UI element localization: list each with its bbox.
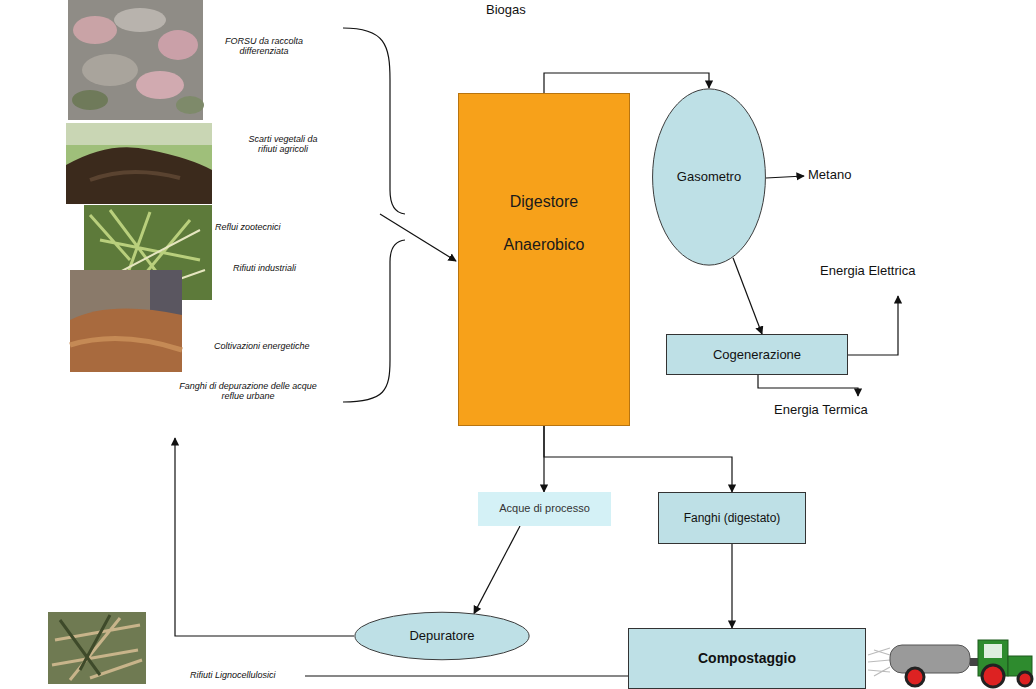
gasholder-ellipse: Gasometro	[652, 88, 766, 266]
purifier-ellipse: Depuratore	[354, 612, 530, 660]
flow-arrow	[733, 258, 762, 334]
flow-arrow	[474, 526, 520, 614]
feed-line	[305, 675, 628, 676]
flow-arrow	[544, 426, 732, 492]
output-label: Energia Termica	[774, 403, 904, 418]
input-label: Rifiuti Lignocellulosici	[190, 670, 302, 680]
tractor-icon	[868, 640, 1032, 687]
waste-photo	[68, 0, 204, 120]
soil-photo	[70, 270, 182, 372]
node-text: Fanghi (digestato)	[684, 511, 781, 525]
process-box: Acque di processo	[478, 492, 611, 526]
digester-box: Digestore Anaerobico	[458, 93, 630, 426]
wood-photo	[48, 612, 146, 684]
node-text: Digestore Anaerobico	[489, 180, 599, 266]
node-text: Acque di processo	[499, 502, 590, 515]
input-brace	[343, 240, 405, 402]
input-brace	[343, 28, 405, 214]
input-label: Rifiuti industriali	[233, 263, 343, 273]
input-label: Scarti vegetali da rifiuti agricoli	[244, 134, 322, 155]
flow-arrow	[544, 73, 709, 93]
output-label: Energia Elettrica	[820, 264, 950, 279]
process-box: Compostaggio	[628, 628, 866, 689]
flow-arrow	[731, 544, 732, 628]
node-text: Depuratore	[409, 628, 474, 644]
process-box: Cogenerazione	[666, 334, 848, 375]
input-label: FORSU da raccolta differenziata	[222, 36, 306, 57]
node-text: Cogenerazione	[713, 347, 801, 363]
input-label: Reflui zootecnici	[215, 222, 325, 232]
compost-photo	[66, 123, 212, 204]
output-arrow	[848, 296, 898, 355]
flow-label: Biogas	[486, 3, 556, 18]
node-text: Compostaggio	[698, 650, 796, 667]
output-arrow	[758, 375, 858, 396]
process-box: Fanghi (digestato)	[658, 492, 806, 544]
output-arrow	[766, 176, 804, 178]
input-label: Fanghi di depurazione delle acque reflue…	[168, 381, 328, 402]
output-label: Metano	[808, 168, 888, 183]
recirculation-arrow	[175, 438, 354, 636]
input-label: Coltivazioni energetiche	[214, 341, 344, 351]
node-text: Gasometro	[677, 169, 741, 185]
input-arrow	[380, 214, 456, 261]
